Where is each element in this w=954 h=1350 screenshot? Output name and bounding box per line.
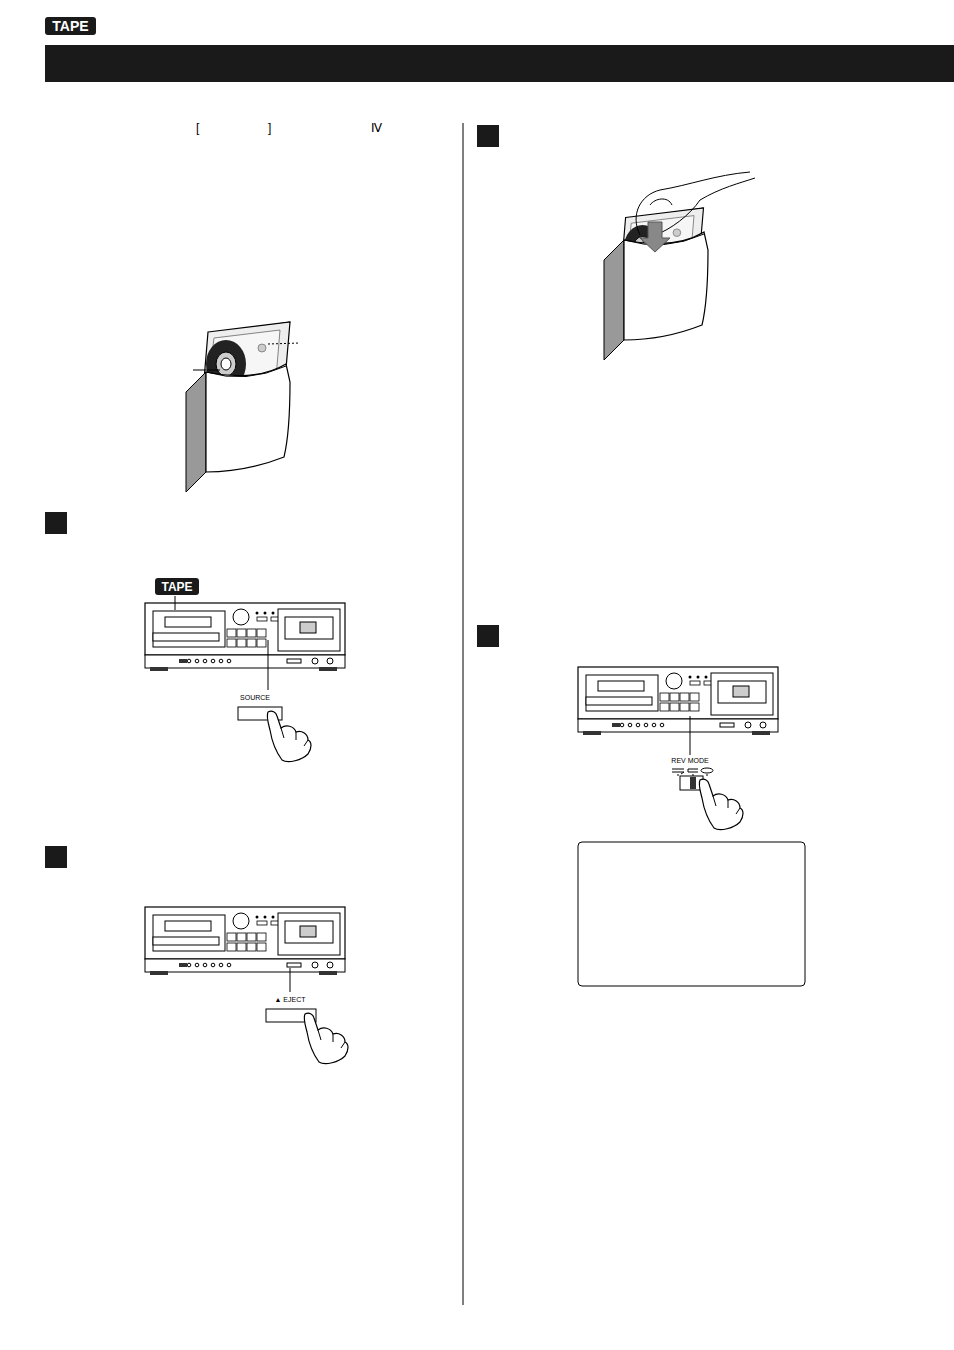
header-bar bbox=[45, 45, 954, 82]
deck-illustration bbox=[145, 603, 345, 671]
button-label: SOURCE bbox=[240, 694, 270, 701]
deck-illustration bbox=[578, 667, 778, 735]
roman-numeral: Ⅳ bbox=[371, 121, 382, 135]
insert-illustration bbox=[604, 172, 755, 360]
bracket: [ bbox=[196, 121, 199, 135]
switch-knob bbox=[690, 777, 696, 789]
step-marker bbox=[45, 846, 67, 868]
hand-icon bbox=[304, 1013, 348, 1063]
step-marker bbox=[45, 512, 67, 534]
hand-icon bbox=[699, 779, 743, 829]
deck-illustration bbox=[145, 907, 345, 975]
leader-line bbox=[175, 596, 176, 610]
rev-mode-symbols bbox=[672, 768, 713, 776]
tape-badge: TAPE bbox=[155, 578, 199, 595]
bracket: ] bbox=[268, 121, 271, 135]
column-divider bbox=[463, 123, 464, 1305]
switch-label: REV MODE bbox=[671, 757, 708, 764]
badge-text: TAPE bbox=[52, 18, 88, 34]
button-label: ▲ EJECT bbox=[274, 996, 305, 1003]
badge-text: TAPE bbox=[161, 580, 192, 594]
cassette-illustration bbox=[186, 322, 300, 492]
step-marker bbox=[477, 125, 499, 147]
tape-badge: TAPE bbox=[45, 17, 96, 35]
note-box bbox=[578, 842, 805, 986]
hand-icon bbox=[267, 711, 311, 761]
leader-line bbox=[690, 716, 691, 755]
leader-line bbox=[290, 968, 291, 992]
step-marker bbox=[477, 625, 499, 647]
leader-line bbox=[268, 640, 269, 690]
